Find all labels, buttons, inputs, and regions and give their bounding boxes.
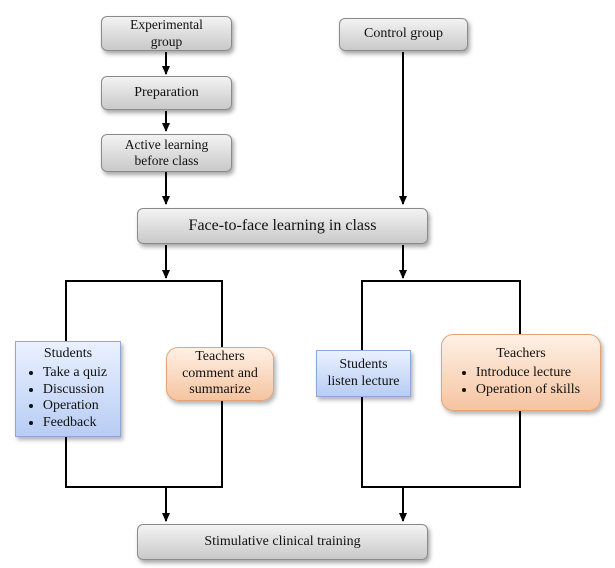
control-branch-frame [361, 280, 521, 488]
teachers-control-list: Introduce lecture Operation of skills [462, 365, 580, 399]
teachers-control-box: Teachers Introduce lecture Operation of … [441, 334, 601, 411]
preparation-box: Preparation [101, 76, 232, 110]
students-experimental-list: Take a quiz Discussion Operation Feedbac… [29, 365, 107, 432]
list-item: Feedback [43, 415, 107, 432]
students-control-box: Students listen lecture [316, 350, 411, 397]
list-item: Take a quiz [43, 365, 107, 382]
teachers-control-title: Teachers [496, 346, 546, 362]
list-item: Discussion [43, 382, 107, 399]
teachers-experimental-box: Teachers comment and summarize [166, 347, 274, 401]
experimental-group-box: Experimental group [101, 16, 232, 51]
list-item: Operation of skills [476, 382, 580, 399]
list-item: Operation [43, 398, 107, 415]
active-learning-box: Active learning before class [101, 134, 232, 172]
list-item: Introduce lecture [476, 365, 580, 382]
students-experimental-title: Students [43, 346, 93, 361]
students-experimental-box: Students Take a quiz Discussion Operatio… [15, 341, 121, 437]
control-group-box: Control group [339, 18, 468, 51]
clinical-training-box: Stimulative clinical training [137, 524, 428, 560]
face-to-face-learning-box: Face-to-face learning in class [137, 208, 428, 244]
